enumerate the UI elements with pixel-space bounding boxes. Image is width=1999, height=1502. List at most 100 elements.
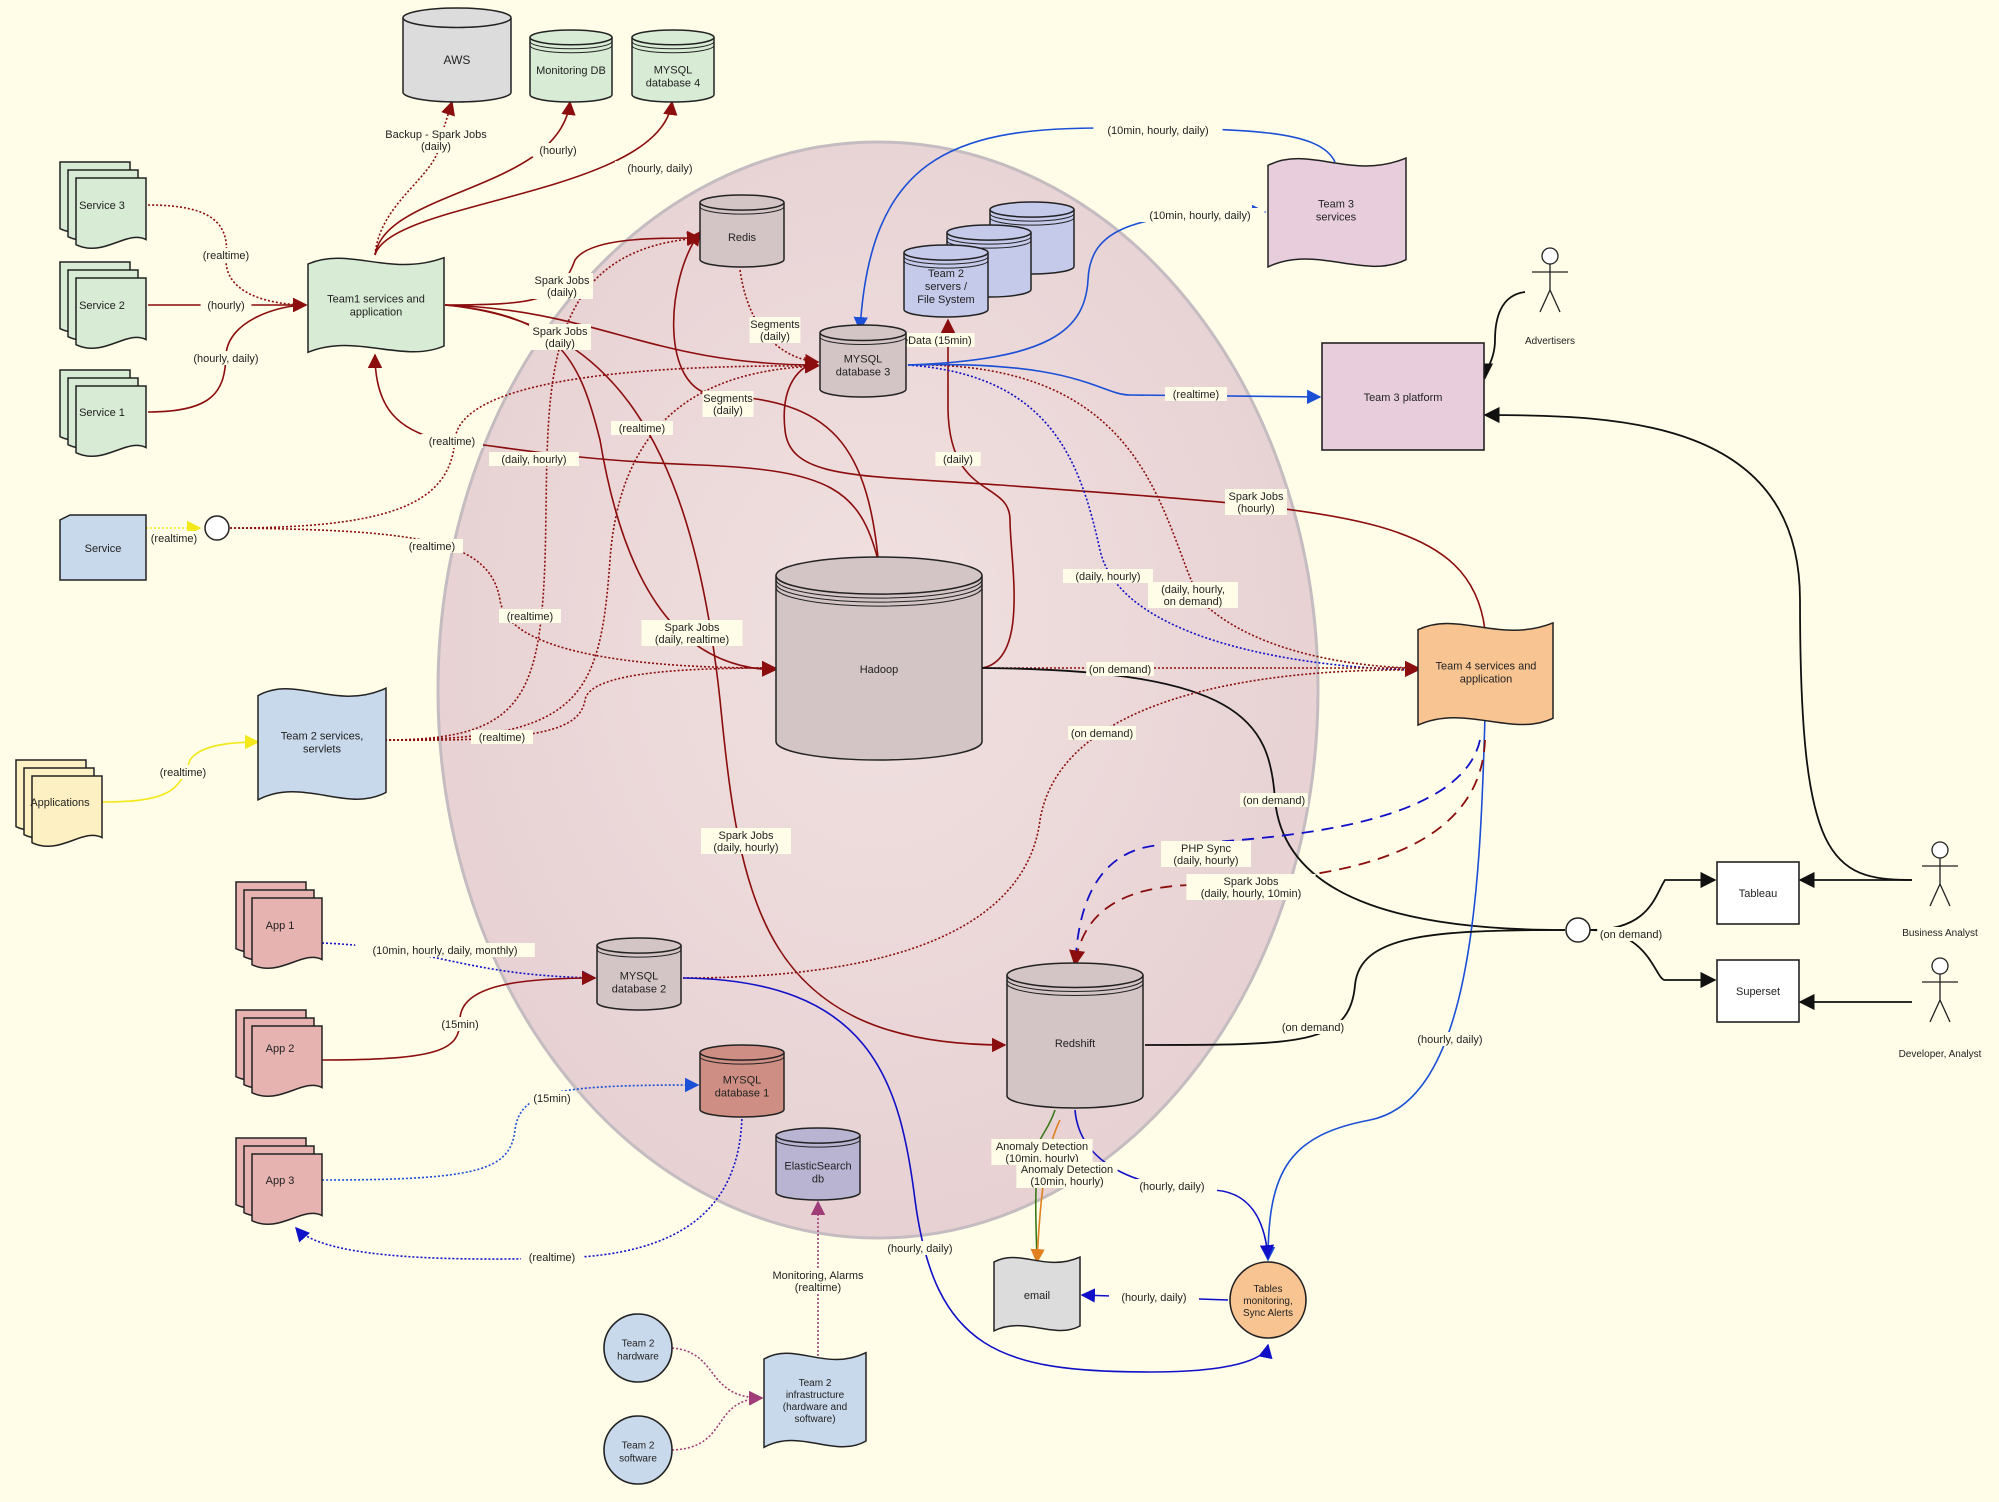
node-mysql3-text: MYSQL	[844, 354, 883, 366]
edge-label-text: Spark Jobs	[1228, 491, 1284, 503]
node-team2-servers-text: servers /	[925, 281, 968, 293]
edge-label-text: (hourly)	[1237, 503, 1274, 515]
edge-label-text: (daily)	[713, 405, 743, 417]
edge-label-bg	[437, 1017, 483, 1031]
edge-hardware-infra	[671, 1347, 764, 1406]
node-service-1-text: Service 1	[79, 407, 125, 419]
edge-label-daily-hourly-team1: (daily, hourly)	[489, 452, 579, 466]
node-mysql1-text: database 1	[715, 1088, 769, 1100]
node-service: Service	[59, 514, 147, 581]
node-app-3: App 3	[235, 1137, 323, 1226]
edge-label-bg	[1148, 582, 1238, 608]
edge-label-bg	[401, 539, 463, 553]
node-team3-services-text: services	[1316, 212, 1357, 224]
realtime-junction-circle	[204, 515, 230, 541]
node-redshift-text: Redshift	[1055, 1038, 1095, 1050]
node-tables-monitoring-text: monitoring,	[1243, 1296, 1292, 1307]
edge-label-hourly-daily-mysql2-tables: (hourly, daily)	[875, 1241, 965, 1255]
edge-label-s3-realtime: (realtime)	[195, 248, 257, 262]
node-service-2-text: Service 2	[79, 300, 125, 312]
edge-label-bg	[615, 161, 705, 175]
bi-junction-circle	[1565, 917, 1591, 943]
node-mysql2-text: database 2	[612, 984, 666, 996]
edge-circle-hadoop	[229, 527, 777, 676]
edge-ba-team3platform	[1483, 406, 1913, 881]
edge-labels: Backup - Spark Jobs(daily)(hourly)(hourl…	[143, 123, 1665, 1304]
edge-label-s1-hourly-daily: (hourly, daily)	[181, 351, 271, 365]
node-superset-text: Superset	[1736, 986, 1780, 998]
edge-circle-mysql3	[229, 358, 820, 529]
edge-label-text: Spark Jobs	[534, 275, 590, 287]
node-applications-text: Applications	[30, 797, 90, 809]
edge-label-bg	[875, 1241, 965, 1255]
edge-label-spark-daily-1: Spark Jobs(daily)	[531, 273, 593, 299]
edge-label-realtime-circle1: (realtime)	[421, 434, 483, 448]
edge-mysql2-tables	[682, 977, 1273, 1373]
edge-label-realtime-mid1: (realtime)	[401, 539, 463, 553]
edge-label-bg	[1063, 569, 1153, 583]
edge-label-bg	[764, 1268, 872, 1294]
node-developer-analyst-text: Developer, Analyst	[1899, 1049, 1982, 1060]
edge-team4-tables	[1260, 714, 1486, 1262]
edge-label-monitoring-alarms: Monitoring, Alarms(realtime)	[764, 1268, 872, 1294]
edge-label-bg	[1279, 1020, 1347, 1034]
edge-label-text: (daily, hourly)	[1075, 571, 1140, 583]
edge-label-bg	[379, 127, 493, 153]
edge-app3-mysql1	[321, 1077, 700, 1181]
node-elasticsearch-text: db	[812, 1174, 824, 1186]
edge-label-mysql1-realtime: (realtime)	[521, 1250, 583, 1264]
node-team2-servers-text: Team 2	[928, 268, 964, 280]
edge-label-spark-hourly-team4: Spark Jobs(hourly)	[1225, 489, 1287, 515]
edge-label-hourly-daily-mysql4: (hourly, daily)	[615, 161, 705, 175]
node-team2-infrastructure-text: software)	[794, 1414, 835, 1425]
edge-label-spark-daily-2: Spark Jobs(daily)	[529, 324, 591, 350]
edge-label-bg	[1225, 489, 1287, 515]
edge-label-bg	[529, 324, 591, 350]
edge-label-on-demand-hadoop: (on demand)	[1086, 662, 1154, 676]
node-developer-analyst: Developer, Analyst	[1899, 957, 1982, 1060]
edge-label-bg	[935, 452, 981, 466]
edge-label-text: (on demand)	[1600, 929, 1662, 941]
edge-mysql3-team4-navy	[907, 364, 1420, 677]
node-email: email	[993, 1255, 1081, 1333]
edge-label-s2-hourly: (hourly)	[200, 298, 252, 312]
node-email-text: email	[1024, 1290, 1050, 1302]
edge-label-hourly-daily-team4-tables: (hourly, daily)	[1405, 1032, 1495, 1046]
edge-label-bg	[181, 351, 271, 365]
edge-label-on-demand-hadoop-circle: (on demand)	[1240, 793, 1308, 807]
edge-label-bg	[195, 248, 257, 262]
node-superset: Superset	[1716, 959, 1800, 1023]
edge-label-text: Segments	[750, 319, 800, 331]
node-team2-services: Team 2 services,servlets	[257, 687, 387, 802]
edge-team2-mysql3	[384, 359, 820, 741]
edge-label-text: Anomaly Detection	[1021, 1164, 1113, 1176]
edge-label-text: (on demand)	[1089, 664, 1151, 676]
edge-label-text: (hourly, daily)	[193, 353, 258, 365]
edge-label-bg	[991, 1139, 1093, 1165]
edge-label-hourly-daily-redshift-tables: (hourly, daily)	[1127, 1179, 1217, 1193]
node-tableau-text: Tableau	[1739, 888, 1778, 900]
edge-label-bg	[1240, 793, 1308, 807]
edge-label-tenmin-top: (10min, hourly, daily)	[1093, 123, 1223, 137]
edge-label-realtime-team3: (realtime)	[1165, 387, 1227, 401]
edge-label-bg	[1109, 1290, 1199, 1304]
edge-label-bg	[1068, 726, 1136, 740]
edge-label-text: (realtime)	[1173, 389, 1219, 401]
edge-label-text: (daily, hourly)	[713, 842, 778, 854]
node-team2-services-text: servlets	[303, 744, 341, 756]
edge-label-bg	[521, 1250, 583, 1264]
edge-label-text: Spark Jobs	[532, 326, 588, 338]
node-team4-services-text: application	[1460, 674, 1513, 686]
node-team2-hardware-text: Team 2	[622, 1339, 655, 1350]
edge-label-bg	[701, 828, 791, 854]
edges	[101, 100, 1913, 1451]
edge-label-app2-15min: (15min)	[437, 1017, 483, 1031]
